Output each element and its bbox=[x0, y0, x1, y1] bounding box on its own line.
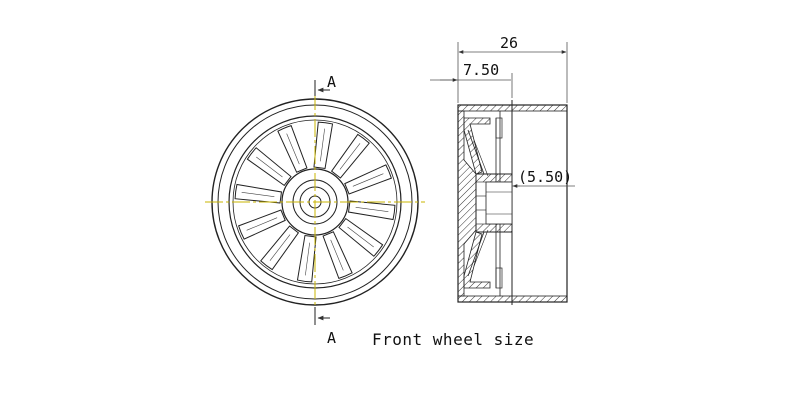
spoke bbox=[238, 209, 286, 240]
spoke bbox=[313, 121, 334, 170]
spoke-rib bbox=[320, 128, 325, 162]
dim-bore-depth: (5.50) bbox=[518, 168, 572, 186]
rim-tab-top bbox=[495, 117, 503, 139]
spoke bbox=[322, 231, 353, 279]
rim-tab-bottom bbox=[495, 267, 503, 289]
front-view: A A bbox=[205, 73, 425, 347]
spoke-rib bbox=[256, 156, 283, 178]
spoke-rib bbox=[339, 143, 361, 170]
spoke-rib bbox=[330, 239, 344, 271]
hub-hatch-bottom bbox=[475, 223, 513, 233]
caption: Front wheel size bbox=[372, 330, 534, 349]
spoke bbox=[234, 183, 283, 204]
web-diagonal-2 bbox=[467, 231, 485, 277]
dim-overall-width: 26 bbox=[500, 34, 518, 52]
spoke-rib bbox=[347, 226, 374, 248]
section-mark-bottom: A bbox=[327, 329, 336, 347]
spoke-rib bbox=[355, 207, 389, 212]
spoke-rib bbox=[352, 173, 384, 187]
web-upper bbox=[463, 117, 491, 175]
spoke-rib bbox=[246, 217, 278, 231]
spokes-group bbox=[234, 121, 396, 283]
spoke-rib bbox=[305, 242, 310, 276]
spoke bbox=[277, 125, 308, 173]
spoke bbox=[296, 234, 317, 283]
section-mark-top: A bbox=[327, 73, 336, 91]
web-diagonal-1 bbox=[467, 129, 485, 175]
spoke-rib bbox=[286, 133, 300, 165]
web-lower bbox=[463, 231, 491, 289]
web-diagonal-4 bbox=[473, 229, 489, 267]
spoke-rib bbox=[269, 234, 291, 261]
hub-hatch-top bbox=[475, 173, 513, 183]
dim-hub-offset: 7.50 bbox=[463, 61, 499, 79]
bore-section bbox=[485, 181, 513, 225]
spoke bbox=[344, 164, 392, 195]
spoke bbox=[347, 200, 396, 221]
web-diagonal-3 bbox=[473, 139, 489, 177]
spoke-rib bbox=[241, 192, 275, 197]
side-section-view: 26 7.50 (5.50) bbox=[430, 34, 575, 305]
